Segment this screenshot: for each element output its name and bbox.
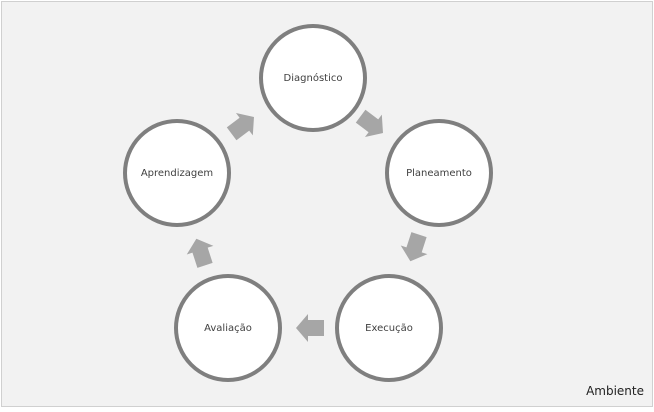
node-execucao: Execução [335,274,443,382]
context-label: Ambiente [586,384,644,398]
arrow-aprendizagem-to-diagnostico [226,113,254,141]
arrow-planeamento-to-execucao [400,232,428,262]
node-avaliacao-circle [174,274,282,382]
node-execucao-label: Execução [365,323,413,334]
node-diagnostico: Diagnóstico [259,24,367,132]
arrow-avaliacao-to-aprendizagem [186,238,214,268]
node-diagnostico-circle [259,24,367,132]
node-aprendizagem-circle [123,119,231,227]
node-avaliacao-label: Avaliação [204,323,252,334]
arrow-execucao-to-avaliacao [296,314,324,342]
node-diagnostico-label: Diagnóstico [284,72,343,84]
node-planeamento-circle [385,119,493,227]
node-planeamento-label: Planeamento [406,168,472,179]
node-aprendizagem-label: Aprendizagem [141,168,213,179]
arrow-diagnostico-to-planeamento [355,109,383,137]
node-avaliacao: Avaliação [174,274,282,382]
node-planeamento: Planeamento [385,119,493,227]
node-aprendizagem: Aprendizagem [123,119,231,227]
node-execucao-circle [335,274,443,382]
